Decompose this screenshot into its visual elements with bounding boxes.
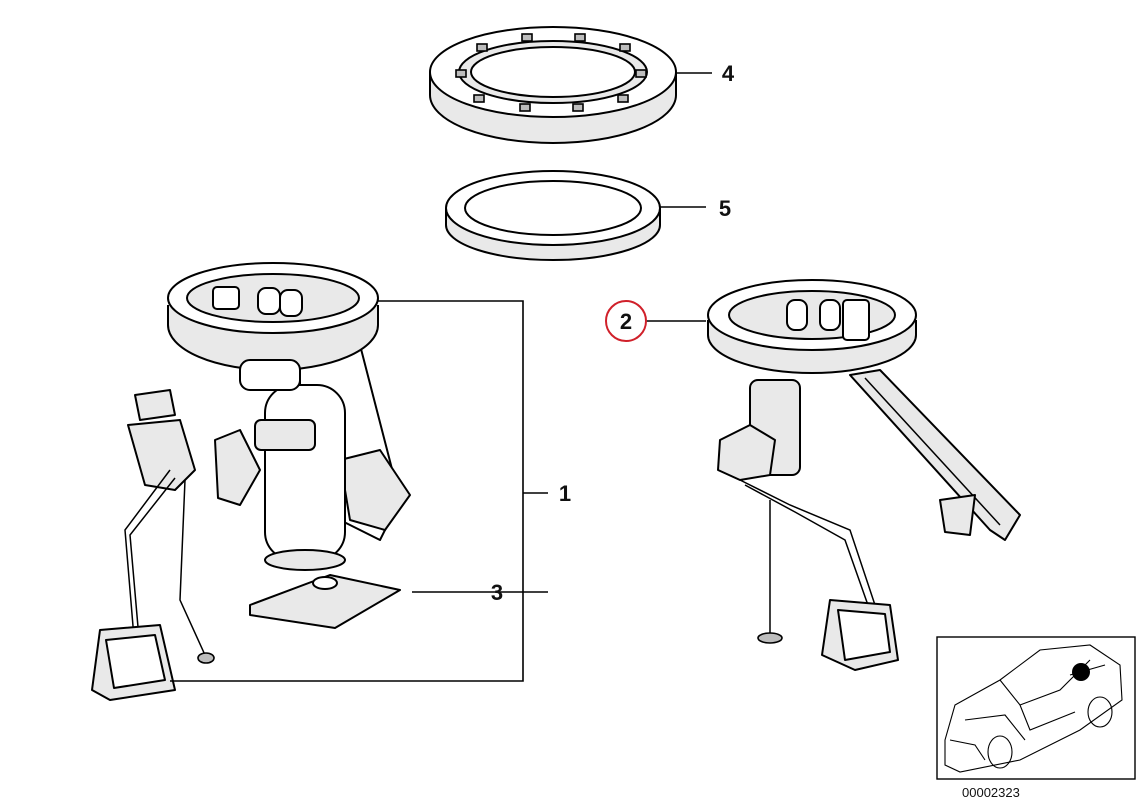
fuel-pump-assembly [167, 262, 411, 571]
callout-4[interactable]: 4 [722, 61, 735, 86]
fuel-level-sender [91, 389, 215, 701]
callout-2-highlight-circle [605, 300, 647, 342]
locking-ring [429, 26, 677, 144]
callout-leaders [170, 72, 712, 682]
fuel-pump-assembly-alt [707, 279, 1021, 671]
location-inset [936, 636, 1136, 780]
callout-3[interactable]: 3 [491, 580, 503, 605]
pump-location-marker [1072, 663, 1090, 681]
callout-1[interactable]: 1 [559, 481, 571, 506]
callout-5[interactable]: 5 [719, 196, 731, 221]
cover-plate [249, 574, 401, 629]
callout-2[interactable]: 2 [620, 309, 632, 334]
image-number: 00002323 [962, 785, 1020, 800]
gasket-ring [445, 170, 661, 261]
car-outline-icon [944, 644, 1123, 773]
